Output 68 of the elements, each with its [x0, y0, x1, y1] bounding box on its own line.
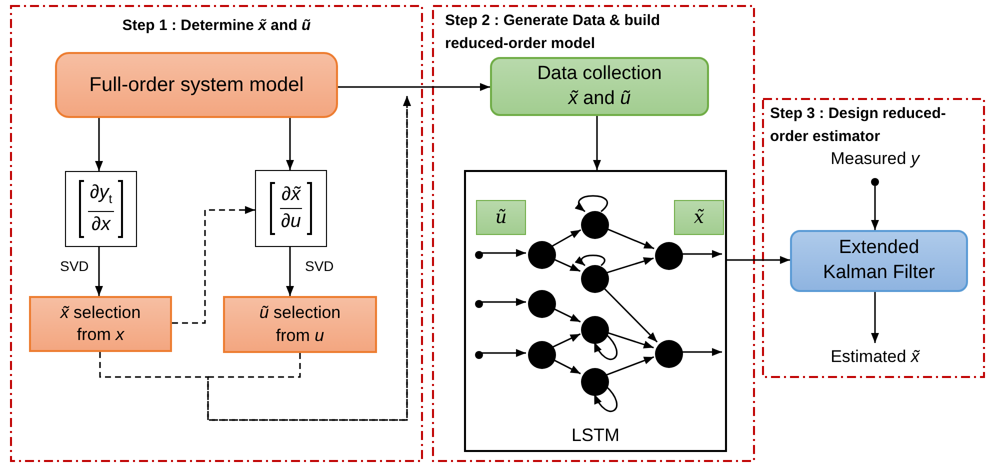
- arrow: [681, 348, 722, 356]
- neuron: [528, 241, 556, 269]
- arrow: [552, 333, 581, 348]
- arrow: [575, 195, 608, 212]
- arrow: [286, 247, 294, 296]
- input-point: [475, 251, 483, 259]
- arrow: [552, 308, 581, 322]
- arrow: [606, 228, 654, 250]
- neuron: [581, 265, 609, 293]
- neuron: [581, 316, 609, 344]
- arrow: [552, 358, 581, 374]
- arrow: [594, 385, 618, 412]
- arrow: [727, 256, 790, 264]
- arrow: [552, 229, 582, 247]
- partial-numerator: ∂y$_{t}$: [88, 180, 114, 212]
- arrow: [481, 349, 526, 357]
- partial-denominator: ∂u: [280, 210, 302, 234]
- process-box: ũ selection from u: [223, 296, 377, 353]
- arrow: [593, 116, 601, 170]
- input-point: [475, 351, 483, 359]
- arrow: [95, 247, 103, 296]
- panel-heading: Step 3 : Design reduced-order estimator: [770, 104, 947, 147]
- edge-label: SVD: [303, 258, 336, 274]
- arrow: [606, 356, 654, 376]
- input-point: [871, 178, 879, 186]
- arrow: [594, 333, 618, 360]
- signal-label: Estimated x̃: [805, 343, 945, 371]
- neuron: [655, 340, 683, 368]
- partial-numerator: ∂x̃: [280, 182, 302, 209]
- variable-tag: x̃: [674, 200, 724, 235]
- arrow: [552, 258, 581, 272]
- arrow: [481, 249, 526, 257]
- edge-label: SVD: [58, 258, 91, 274]
- panel-heading: Step 1 : Determine x̃ and ũ: [121, 16, 312, 36]
- arrow: [681, 250, 722, 258]
- arrow: [606, 332, 654, 348]
- step-panel: [10, 5, 423, 462]
- dashed-arrow: [172, 206, 255, 324]
- arrow: [95, 118, 103, 171]
- neuron: [655, 242, 683, 270]
- neuron: [528, 341, 556, 369]
- arrow: [286, 118, 294, 170]
- neuron: [528, 290, 556, 318]
- matrix-box: [255, 170, 327, 247]
- variable-tag: ũ: [476, 200, 526, 235]
- dashed-arrow: [207, 96, 411, 421]
- matrix-box: [65, 171, 137, 247]
- arrow: [338, 83, 490, 91]
- signal-label: Measured y: [805, 146, 945, 172]
- network-label: LSTM: [570, 424, 620, 447]
- panel-heading: Step 2 : Generate Data & build reduced-order model: [445, 11, 662, 54]
- process-box: Data collection x̃ and ũ: [490, 57, 709, 116]
- partial-denominator: ∂x: [90, 213, 112, 238]
- step-panel: [432, 5, 755, 462]
- network-frame: [464, 170, 727, 452]
- neuron: [581, 368, 609, 396]
- arrow: [871, 292, 879, 343]
- arrow: [606, 257, 654, 274]
- neuron: [581, 211, 609, 239]
- arrow: [575, 254, 606, 266]
- process-box: Full-order system model: [55, 52, 338, 118]
- arrow: [871, 186, 879, 230]
- input-point: [475, 300, 483, 308]
- process-box: x̃ selection from x: [29, 296, 172, 352]
- step-panel: [762, 98, 985, 378]
- arrow: [602, 286, 658, 343]
- process-box: Extended Kalman Filter: [790, 230, 968, 292]
- arrow: [481, 298, 526, 306]
